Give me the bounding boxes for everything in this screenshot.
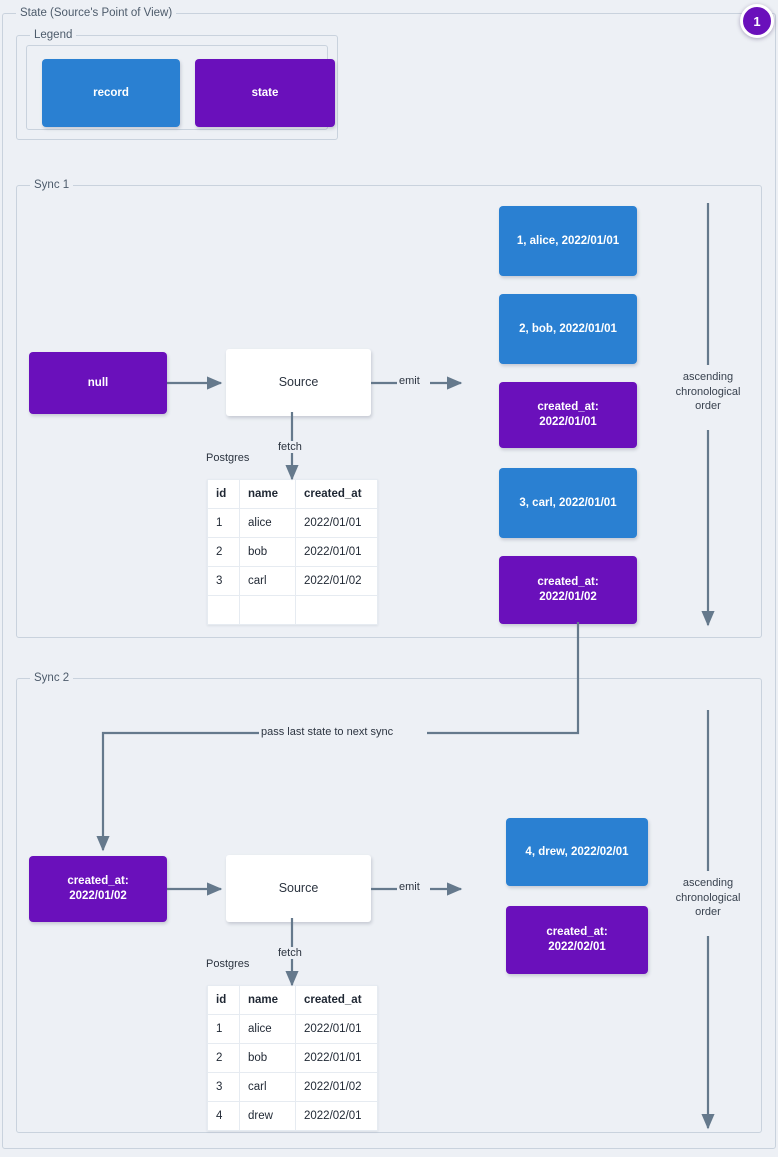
- sync2-order-line-3: order: [695, 906, 721, 918]
- sync2-db-table: id name created_at 1 alice 2022/01/01 2 …: [207, 985, 378, 1131]
- sync2-source-label: Source: [278, 881, 319, 895]
- cell-created-at: 2022/01/02: [295, 1072, 378, 1102]
- cell-created-at: 2022/01/01: [295, 1043, 378, 1073]
- sync1-stream-item-2[interactable]: 2, bob, 2022/01/01: [499, 294, 637, 364]
- legend-label-state: state: [251, 86, 279, 99]
- sync1-stream-label-5: created_at: 2022/01/02: [537, 576, 599, 603]
- sync2-db-label: Postgres: [206, 958, 250, 970]
- sync2-order-label: ascending chronological order: [660, 876, 756, 920]
- table-row: 2 bob 2022/01/01: [207, 1043, 378, 1073]
- sync2-stream-label-2: created_at: 2022/02/01: [546, 926, 608, 953]
- sync2-fetch-label: fetch: [276, 947, 304, 959]
- table-row: 4 drew 2022/02/01: [207, 1101, 378, 1131]
- sync1-stream-item-1[interactable]: 1, alice, 2022/01/01: [499, 206, 637, 276]
- sync1-stream-label-3: created_at: 2022/01/01: [537, 401, 599, 428]
- cell-created-at: 2022/01/01: [295, 537, 378, 567]
- sync1-fetch-label: fetch: [276, 441, 304, 453]
- cell-id: 3: [207, 566, 240, 596]
- cell-name: carl: [239, 1072, 296, 1102]
- sync2-table-header-row: id name created_at: [207, 985, 378, 1015]
- table-row: [207, 595, 378, 625]
- sync2-input-state-label: created_at: 2022/01/02: [67, 875, 129, 902]
- sync1-stream-item-5[interactable]: created_at: 2022/01/02: [499, 556, 637, 624]
- sync1-source-node[interactable]: Source: [226, 349, 371, 416]
- table-row: 1 alice 2022/01/01: [207, 1014, 378, 1044]
- sync1-db-table: id name created_at 1 alice 2022/01/01 2 …: [207, 479, 378, 625]
- sync1-order-line-3: order: [695, 400, 721, 412]
- sync1-col-created-at: created_at: [295, 479, 378, 509]
- sync1-order-line-2: chronological: [675, 385, 741, 398]
- pass-state-label: pass last state to next sync: [259, 726, 396, 738]
- cell-name: bob: [239, 537, 296, 567]
- cell-name: drew: [239, 1101, 296, 1131]
- cell-created-at: 2022/01/02: [295, 566, 378, 596]
- step-badge[interactable]: 1: [740, 4, 774, 38]
- legend-title: Legend: [30, 28, 77, 42]
- sync2-order-line-1: ascending: [682, 877, 734, 889]
- cell-id: [207, 595, 240, 625]
- sync1-emit-label: emit: [397, 375, 422, 387]
- sync2-stream-label-1: 4, drew, 2022/02/01: [525, 845, 629, 858]
- table-row: 3 carl 2022/01/02: [207, 566, 378, 596]
- sync2-emit-label: emit: [397, 881, 422, 893]
- sync2-stream-item-1[interactable]: 4, drew, 2022/02/01: [506, 818, 648, 886]
- sync1-order-label: ascending chronological order: [660, 370, 756, 414]
- sync1-stream-label-2: 2, bob, 2022/01/01: [519, 322, 617, 335]
- sync1-title: Sync 1: [30, 178, 74, 192]
- diagram-title: State (Source's Point of View): [16, 6, 177, 20]
- cell-name: [239, 595, 296, 625]
- cell-created-at: [295, 595, 378, 625]
- sync1-source-label: Source: [278, 375, 319, 389]
- table-row: 1 alice 2022/01/01: [207, 508, 378, 538]
- cell-name: alice: [239, 1014, 296, 1044]
- cell-created-at: 2022/01/01: [295, 508, 378, 538]
- sync2-col-name: name: [239, 985, 296, 1015]
- cell-id: 1: [207, 1014, 240, 1044]
- sync1-table-header-row: id name created_at: [207, 479, 378, 509]
- sync1-db-label: Postgres: [206, 452, 250, 464]
- table-row: 3 carl 2022/01/02: [207, 1072, 378, 1102]
- sync1-col-name: name: [239, 479, 296, 509]
- legend-swatch-record: record: [42, 59, 180, 127]
- sync1-stream-item-3[interactable]: created_at: 2022/01/01: [499, 382, 637, 448]
- cell-id: 4: [207, 1101, 240, 1131]
- cell-id: 3: [207, 1072, 240, 1102]
- sync2-source-node[interactable]: Source: [226, 855, 371, 922]
- sync2-col-created-at: created_at: [295, 985, 378, 1015]
- sync1-stream-item-4[interactable]: 3, carl, 2022/01/01: [499, 468, 637, 538]
- sync1-stream-label-1: 1, alice, 2022/01/01: [516, 234, 620, 247]
- sync1-input-state-node[interactable]: null: [29, 352, 167, 414]
- cell-name: carl: [239, 566, 296, 596]
- cell-id: 2: [207, 537, 240, 567]
- cell-id: 1: [207, 508, 240, 538]
- sync1-order-line-1: ascending: [682, 371, 734, 383]
- legend-label-record: record: [93, 86, 129, 99]
- sync1-col-id: id: [207, 479, 240, 509]
- table-row: 2 bob 2022/01/01: [207, 537, 378, 567]
- legend-inner-frame: record state: [26, 45, 335, 130]
- sync2-title: Sync 2: [30, 671, 74, 685]
- sync1-input-state-label: null: [87, 376, 109, 389]
- cell-id: 2: [207, 1043, 240, 1073]
- legend-group: Legend record state: [16, 28, 338, 140]
- cell-name: alice: [239, 508, 296, 538]
- cell-created-at: 2022/02/01: [295, 1101, 378, 1131]
- sync2-order-line-2: chronological: [675, 891, 741, 904]
- cell-created-at: 2022/01/01: [295, 1014, 378, 1044]
- sync2-stream-item-2[interactable]: created_at: 2022/02/01: [506, 906, 648, 974]
- cell-name: bob: [239, 1043, 296, 1073]
- sync1-stream-label-4: 3, carl, 2022/01/01: [519, 496, 617, 509]
- sync2-input-state-node[interactable]: created_at: 2022/01/02: [29, 856, 167, 922]
- legend-swatch-state: state: [195, 59, 335, 127]
- sync2-col-id: id: [207, 985, 240, 1015]
